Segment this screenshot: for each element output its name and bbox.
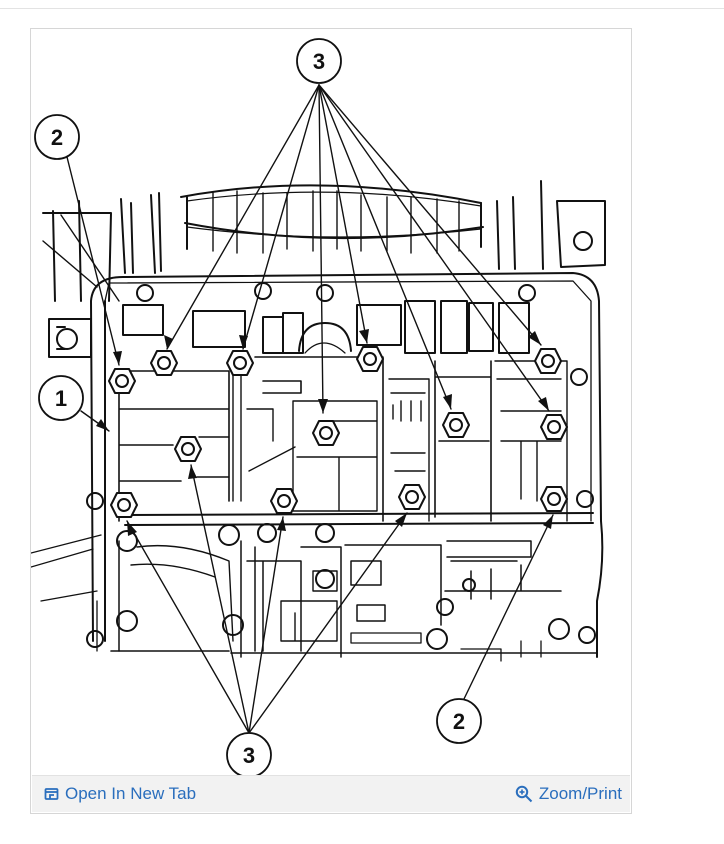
callout-2-right: 2: [436, 698, 482, 744]
image-toolbar: Open In New Tab Zoom/Print: [32, 775, 630, 812]
svg-text:1: 1: [55, 386, 67, 411]
valve-body-plate: [31, 272, 604, 662]
valve-body-bolt-diagram: 3 2 1 2 3: [31, 38, 606, 778]
bolt-7: [312, 420, 340, 446]
bolt-6: [174, 436, 202, 462]
open-in-new-tab-link[interactable]: Open In New Tab: [44, 784, 196, 804]
zoom-print-link[interactable]: Zoom/Print: [515, 784, 622, 804]
top-divider: [0, 0, 724, 9]
bolt-10: [110, 492, 138, 518]
bolt-group: [108, 346, 568, 518]
zoom-icon: [515, 785, 533, 803]
zoom-print-label: Zoom/Print: [538, 784, 622, 803]
svg-text:3: 3: [243, 743, 255, 768]
open-in-new-tab-label: Open In New Tab: [65, 784, 197, 803]
bolt-3: [226, 350, 254, 376]
callout-1: 1: [38, 375, 84, 421]
bolt-8: [442, 412, 470, 438]
callout-2-left: 2: [34, 114, 80, 160]
callout-3-top: 3: [296, 38, 342, 84]
svg-text:2: 2: [453, 709, 465, 734]
bolt-12: [398, 484, 426, 510]
bolt-9: [540, 414, 568, 440]
image-frame: 3 2 1 2 3 Open In Ne: [30, 28, 632, 814]
open-new-tab-icon: [44, 787, 59, 802]
arrowheads: [96, 329, 553, 536]
callout-3-bottom: 3: [226, 732, 272, 778]
svg-text:3: 3: [313, 49, 325, 74]
bolt-13: [540, 486, 568, 512]
leader-lines: [66, 84, 554, 734]
bolt-11: [270, 488, 298, 514]
upper-housing: [42, 180, 606, 302]
bolt-2: [150, 350, 178, 376]
bolt-4: [356, 346, 384, 372]
bolt-5: [534, 348, 562, 374]
svg-text:2: 2: [51, 125, 63, 150]
bolt-1: [108, 368, 136, 394]
